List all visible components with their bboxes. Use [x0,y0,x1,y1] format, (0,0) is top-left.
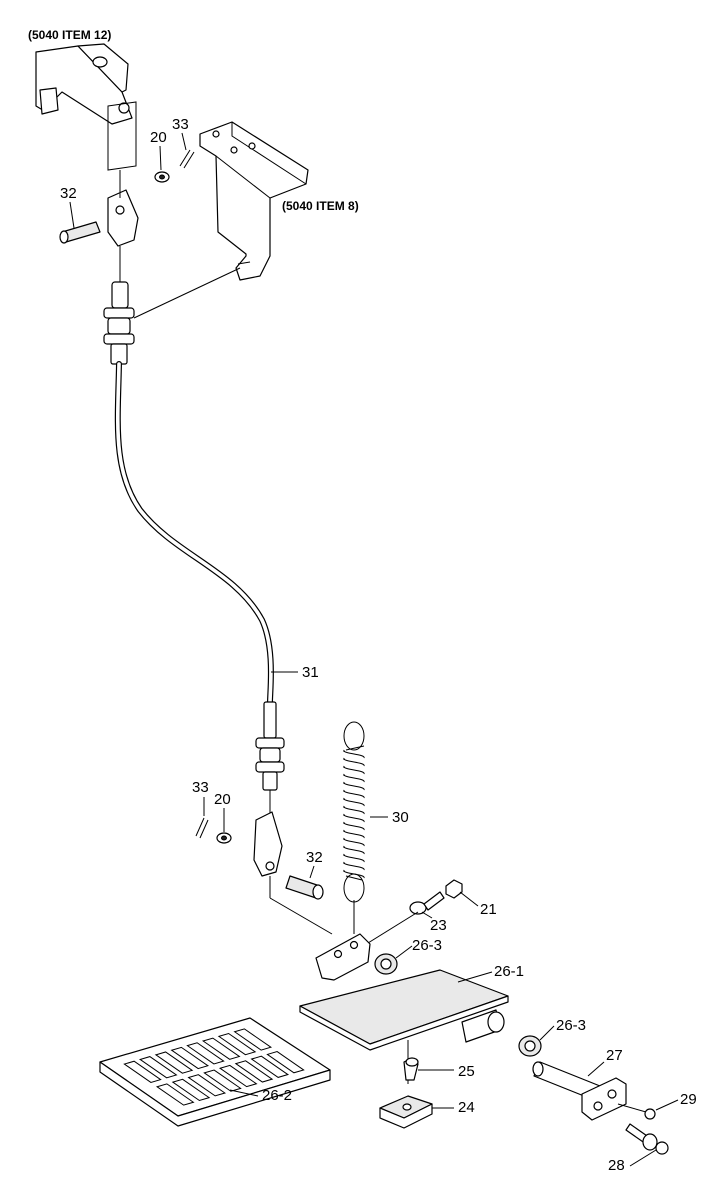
callout-27: 27 [606,1047,623,1064]
callout-33-bottom: 33 [192,779,209,796]
pad-slot [203,1069,242,1092]
callout-32-bottom: 32 [306,849,323,866]
pedal-arm [315,933,371,981]
callout-33-top: 33 [172,116,189,133]
pad-slot [138,1056,178,1079]
callout-32-top: 32 [60,185,77,202]
screw-25 [403,1057,419,1081]
callout-30: 30 [392,809,409,826]
accelerator-pedal [299,969,509,1084]
callout-31: 31 [302,664,319,681]
throttle-cable [114,361,285,818]
lower-clevis-assembly [195,811,333,935]
return-spring [343,721,365,934]
callout-26-1: 26-1 [494,963,524,980]
callout-24: 24 [458,1099,475,1116]
pedal-pad-slots [123,1028,305,1106]
pad-slot [154,1051,194,1074]
top-bracket-reference: (5040 ITEM 12) [28,28,111,42]
callout-20-top: 20 [150,129,167,146]
pad-slot [201,1037,241,1060]
upper-clevis-assembly [59,149,195,282]
pad-slot [170,1046,210,1070]
callout-26-3-upper: 26-3 [412,937,442,954]
lower-needle-bearing [518,1035,542,1057]
callout-26-2: 26-2 [262,1087,292,1104]
pad-slot [233,1028,273,1051]
pad-slot [217,1032,257,1056]
screw-29 [617,1103,656,1120]
pad-slot [155,1083,195,1106]
callout-28: 28 [608,1157,625,1174]
side-bracket-reference: (5040 ITEM 8) [282,199,359,213]
pedal-pad [99,1017,331,1127]
callout-20-bottom: 20 [214,791,231,808]
pivot-bolt-and-nut [359,879,463,949]
upper-needle-bearing [374,953,398,975]
side-mounting-bracket [199,121,309,281]
screw-28 [625,1123,669,1155]
mounting-plate-24 [379,1095,433,1129]
pad-slot [218,1064,258,1088]
top-lever-bracket [35,43,137,171]
callout-25: 25 [458,1063,475,1080]
pad-slot [250,1055,290,1078]
pad-slot [186,1042,225,1065]
pad-slot [171,1078,211,1102]
pad-slot [123,1060,162,1083]
cable-upper-fitting [103,267,241,365]
pad-slot [234,1060,274,1083]
callout-21: 21 [480,901,497,918]
callout-23: 23 [430,917,447,934]
callout-26-3-lower: 26-3 [556,1017,586,1034]
callout-29: 29 [680,1091,697,1108]
pad-slot [266,1051,305,1074]
pad-slot [187,1074,227,1097]
pivot-shaft [532,1061,627,1121]
